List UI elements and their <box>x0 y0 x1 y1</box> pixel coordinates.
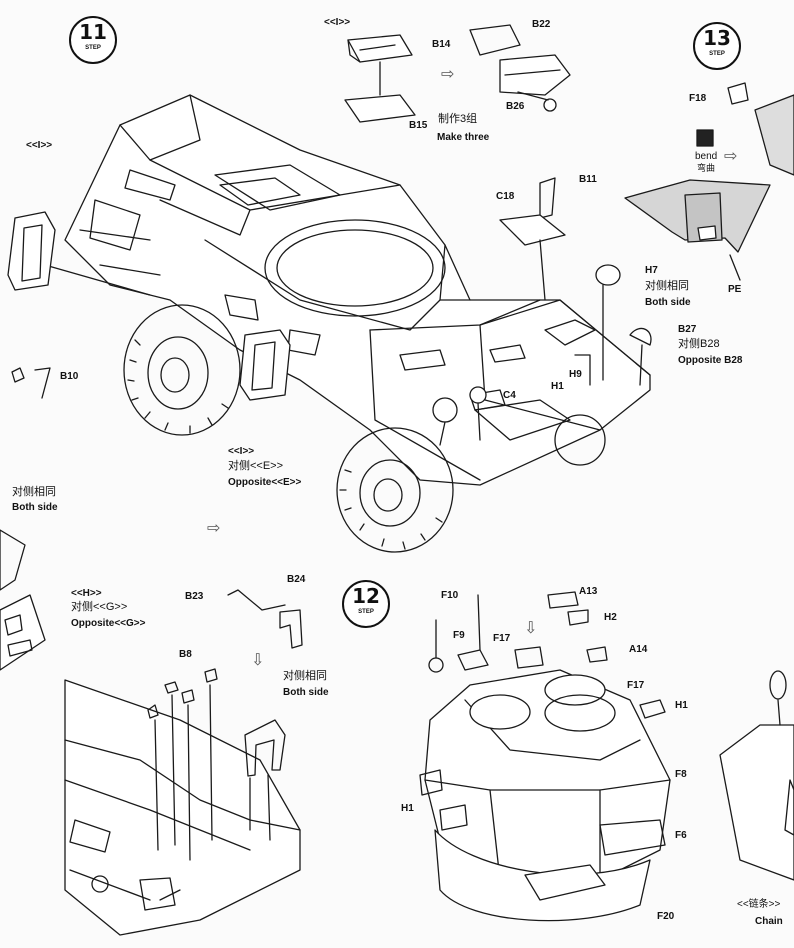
instruction-cn: 对侧相同 <box>283 670 327 682</box>
flow-arrow: ⇩ <box>524 618 538 637</box>
part-label: F8 <box>675 769 687 780</box>
instruction-en: Both side <box>645 297 691 308</box>
step-13-badge: 13 STEP <box>693 22 741 70</box>
callout-label: <<I>> <box>324 17 351 28</box>
flow-arrow: ⇨ <box>724 146 738 165</box>
instruction-cn: <<链条>> <box>737 899 781 910</box>
part-label: B23 <box>185 591 204 602</box>
step-word: STEP <box>709 51 725 57</box>
part-label: B8 <box>179 649 192 660</box>
part-label: H7 <box>645 265 658 276</box>
part-label: F17 <box>493 633 511 644</box>
instruction-cn: 弯曲 <box>697 163 716 173</box>
part-label: H2 <box>604 612 617 623</box>
step-number: 12 <box>352 584 380 608</box>
part-label: H1 <box>551 381 564 392</box>
step-word: STEP <box>85 45 101 51</box>
instruction-en: Both side <box>12 502 58 513</box>
rear-hull-drawing <box>64 589 303 936</box>
instruction-en: Opposite<<G>> <box>71 618 146 629</box>
part-label: B24 <box>287 574 306 585</box>
flow-arrow: ⇨ <box>441 64 455 83</box>
part-label: H9 <box>569 369 582 380</box>
part-label: A14 <box>629 644 648 655</box>
part-label: H1 <box>675 700 688 711</box>
part-label: C18 <box>496 191 515 202</box>
flow-arrow: ⇨ <box>207 518 221 537</box>
jerry-can-inset <box>344 24 571 123</box>
callout-label: <<I>> <box>26 140 53 151</box>
instruction-en: Opposite B28 <box>678 355 743 366</box>
instruction-cn: 对侧B28 <box>678 338 720 350</box>
right-edge-drawing <box>719 670 794 881</box>
step-word: STEP <box>358 609 374 615</box>
step-12-badge: 12 STEP <box>342 580 390 628</box>
step-number: 13 <box>703 26 731 50</box>
part-label: C4 <box>503 390 516 401</box>
part-label: B10 <box>60 371 79 382</box>
part-label: PE <box>728 284 742 295</box>
part-label: B15 <box>409 120 428 131</box>
callout-label: <<H>> <box>71 588 102 599</box>
instruction-cn: 制作3组 <box>438 113 478 125</box>
part-label: A13 <box>579 586 598 597</box>
instruction-cn: 对侧<<G>> <box>71 601 128 613</box>
part-label: F20 <box>657 911 675 922</box>
callout-label: <<I>> <box>228 446 255 457</box>
instruction-en: bend <box>695 151 718 162</box>
part-label: B11 <box>579 174 597 185</box>
step-11-badge: 11 STEP <box>69 16 117 64</box>
instruction-en: Both side <box>283 687 329 698</box>
part-label: B27 <box>678 324 697 335</box>
instruction-en: Opposite<<E>> <box>228 477 302 488</box>
instruction-en: Make three <box>437 132 490 143</box>
part-label: H1 <box>401 803 414 814</box>
part-label: B14 <box>432 39 451 50</box>
part-label: F10 <box>441 590 459 601</box>
part-label: F17 <box>627 680 645 691</box>
flow-arrow: ⇩ <box>251 650 265 669</box>
instruction-en: Chain <box>755 916 783 927</box>
step-number: 11 <box>79 20 107 44</box>
instruction-cn: 对侧相同 <box>645 280 689 292</box>
turret-drawing <box>419 591 671 922</box>
part-label: B22 <box>532 19 551 30</box>
instruction-cn: 对侧相同 <box>12 486 56 498</box>
left-edge-drawing <box>0 529 46 671</box>
part-label: B26 <box>506 101 525 112</box>
part-label: F18 <box>689 93 707 104</box>
instruction-cn: 对侧<<E>> <box>228 460 284 472</box>
step13-parts <box>624 82 794 281</box>
vehicle-hull-drawing <box>7 94 652 553</box>
part-label: F6 <box>675 830 687 841</box>
part-label: F9 <box>453 630 465 641</box>
